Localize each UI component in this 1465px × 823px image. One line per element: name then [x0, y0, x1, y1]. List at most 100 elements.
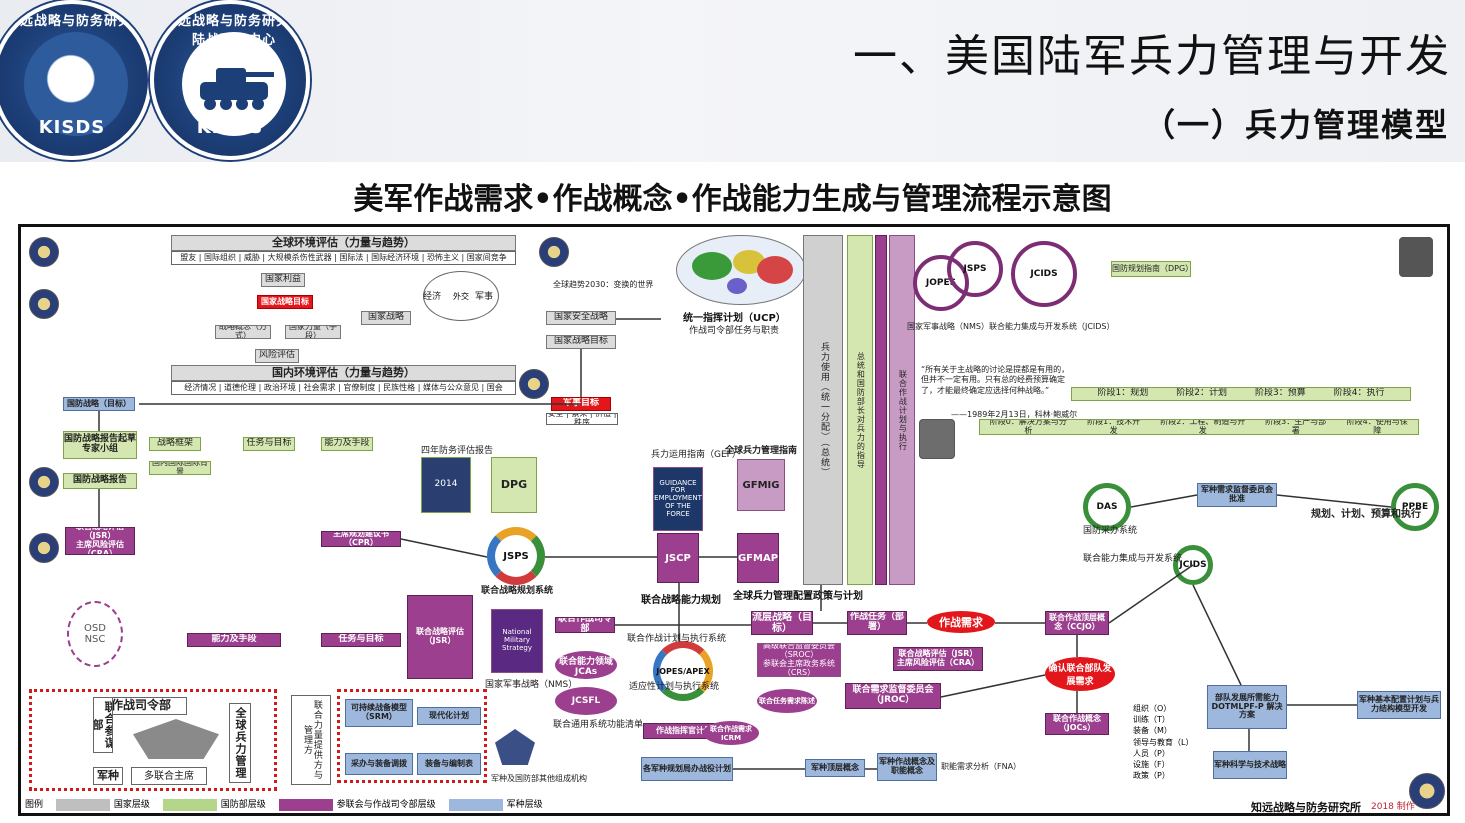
das-circle: DAS — [1083, 483, 1131, 531]
readiness-group — [337, 689, 487, 783]
dotmlpf-box: 部队发展所需能力 DOTMLPF-P 解决方案 — [1207, 685, 1287, 729]
legend-title: 图例 — [25, 800, 44, 810]
mission-need-oval: 联合任务需求陈述 — [757, 689, 817, 713]
jcsfl-label: 联合通用系统功能清单 — [553, 720, 644, 730]
army-concept-box: 军种顶层概念 — [805, 759, 865, 777]
domestic-env-factors: 经济情况 | 道德伦理 | 政治环境 | 社会需求 | 官僚制度 | 民族性格 … — [171, 381, 516, 395]
jcs-column — [875, 235, 887, 585]
ccmd-box: 联合作战司令部 — [555, 617, 615, 633]
cra3-label: 主席风险评估（CRA） — [896, 658, 980, 667]
multi-chair-box: 多联合主席 — [131, 767, 207, 785]
world-2030-label: 全球趋势2030：变换的世界 — [553, 280, 654, 289]
task-goal: 任务与目标 — [243, 437, 295, 451]
osd-label: OSD — [84, 623, 106, 634]
modernization-box: 现代化计划 — [417, 707, 481, 725]
jsr-detail-box: 联合战略评估（JSR） — [407, 595, 473, 679]
jsr-box: 联合战略评估（JSR）主席风险评估（CRA） — [65, 527, 135, 555]
jsr3-label: 联合战略评估（JSR） — [898, 649, 978, 659]
dpg-box: 国防规划指南（DPG） — [1111, 261, 1191, 277]
header-band: 知远战略与防务研究所 KISDS 知远战略与防务研究所陆战研究中心 KISDS … — [0, 0, 1465, 162]
flow-strategy-box: 流层战略（目标） — [751, 611, 813, 635]
ppbe-label: 规划、计划、预算和执行 — [1311, 509, 1421, 520]
jocs-box: 联合作战概念（JOCs） — [1045, 713, 1109, 735]
legend-swatch-jcs — [278, 798, 333, 811]
legend-service: 军种层级 — [506, 800, 543, 810]
ucp-sub-label: 作战司令部任务与职责 — [689, 326, 780, 336]
task-goal-box-2: 任务与目标 — [321, 633, 401, 647]
army-combat-concept-box: 军种作战概念及职能概念 — [877, 753, 937, 781]
joint-staff-box: 联合参谋部 — [93, 697, 113, 753]
combat-task-box: 作战任务（部署） — [847, 611, 907, 635]
acq-stage-0: 阶段0：解决方案与分析 — [989, 419, 1067, 435]
jsps-label: 联合战略规划系统 — [481, 586, 554, 596]
dotmlpf-item: 人员（P） — [1133, 748, 1170, 758]
strategy-frame: 战略框架 — [149, 437, 201, 451]
joint-plan-label: 联合作战计划与执行系统 — [627, 634, 727, 644]
army-tech-box: 军种科学与技术战略 — [1213, 751, 1287, 779]
joint-staff-group — [29, 689, 277, 791]
dotmlpf-item: 组织（O） — [1133, 704, 1172, 713]
dni-seal-icon — [29, 289, 59, 319]
nsc-label: NSC — [84, 634, 106, 645]
gef-book-label: GUIDANCE FOR EMPLOYMENT OF THE FORCE — [654, 478, 702, 518]
logo-kisds-text: KISDS — [196, 117, 264, 138]
jsps-circle: JSPS — [947, 241, 1003, 297]
acq-stage-4: 阶段4：使用与保障 — [1346, 419, 1408, 435]
ppbe-stage-bar: 阶段1：规划 阶段2：计划 阶段3：预算 阶段4：执行 — [1071, 387, 1411, 401]
capability-box: 能力及手段 — [321, 437, 373, 451]
nms-book-label: National Military Strategy — [502, 628, 532, 652]
world-map-icon — [676, 235, 806, 305]
force-use-column: 兵力使用（统一分配）（总统） — [803, 235, 843, 585]
gfmig-box: GFMIG — [737, 459, 785, 511]
powell-portrait-icon — [919, 419, 955, 459]
legend-national: 国家层级 — [113, 800, 150, 810]
nss-box: 国家安全战略 — [546, 311, 616, 325]
jsps-cycle-circle: JSPS — [487, 527, 545, 585]
combat-hq-box: 作战司令部 — [95, 697, 187, 715]
qdr-label: 四年防务评估报告 — [421, 446, 494, 456]
legend-dod: 国防部层级 — [220, 800, 266, 810]
defense-report: 国防战略报告 — [63, 473, 137, 489]
nms-jcids-label: 国家军事战略（NMS）联合能力集成与开发系统（JCIDS） — [907, 322, 1115, 331]
risk-assessment-box: 风险评估 — [255, 349, 299, 363]
acq-stage-2: 阶段2：工程、制造与开发 — [1160, 419, 1246, 435]
page-subtitle: （一）兵力管理模型 — [1142, 106, 1449, 144]
defense-acq-label: 国防采办系统 — [1083, 526, 1138, 536]
cpr-box: 主席规划建议书（CPR） — [321, 531, 401, 547]
gfmap-label: 全球兵力管理配置政策与计划 — [733, 591, 863, 602]
connector-lines — [98, 318, 1392, 770]
gef-label: 兵力运用指南（GEF） — [651, 450, 741, 460]
kisds-small-logo-icon — [1409, 773, 1445, 809]
global-force-mgmt-box: 全球兵力管理 — [229, 703, 251, 783]
diplomacy-label: 外交 — [453, 291, 469, 301]
force-use-label: 兵力使用（统一分配）（总统） — [818, 342, 829, 478]
capability-means-box: 能力及手段 — [187, 633, 281, 647]
tank-icon — [182, 32, 286, 136]
jroc-box: 联合需求监督委员会（JROC） — [845, 683, 941, 709]
brand-year: 2018 制作 — [1371, 802, 1415, 812]
logo-kisds-text: KISDS — [38, 117, 106, 138]
gef-book: GUIDANCE FOR EMPLOYMENT OF THE FORCE — [653, 467, 703, 531]
svc-campaign-box: 各军种规划局办战役计划 — [641, 757, 733, 781]
security-values: 安全 | 繁荣 | 价值 | 秩序 — [546, 413, 618, 425]
gfmap-box: GFMAP — [737, 533, 779, 583]
ccjo-box: 联合作战顶层概念（CCJO） — [1045, 611, 1109, 635]
combat-guidance-column: 联合作战计划与执行 — [889, 235, 915, 585]
ppbe-circle: PPBE — [1391, 483, 1439, 531]
national-strategy-box: 国家战略 — [361, 311, 411, 325]
defense-report-team: 国防战略报告起草专家小组 — [63, 431, 137, 459]
national-goal-box: 国家战略目标 — [257, 295, 313, 309]
ppbe-stage-2: 阶段2：计划 — [1176, 388, 1227, 399]
equipment-table-box: 装备与编制表 — [417, 753, 481, 775]
nms-goal-box: 国家战略目标 — [546, 335, 616, 349]
fna-label: 职能需求分析（FNA） — [941, 762, 1022, 771]
army-base-plan-box: 军种基本配置计划与兵力结构模型开发 — [1357, 691, 1441, 719]
page-title: 一、美国陆军兵力管理与开发 — [853, 31, 1451, 82]
dotmlpf-list: 组织（O） 训练（T） 装备（M） 领导与教育（L） 人员（P） 设施（F） 政… — [1133, 703, 1193, 781]
presidential-seal-icon — [29, 237, 59, 267]
jcas-oval: 联合能力领域 JCAs — [555, 651, 617, 679]
brand-label: 知远战略与防务研究所 — [1251, 801, 1361, 814]
nms-book-label: 国家军事战略（NMS） — [485, 680, 578, 690]
jsr-cra-box: 联合战略评估（JSR）主席风险评估（CRA） — [893, 647, 983, 671]
